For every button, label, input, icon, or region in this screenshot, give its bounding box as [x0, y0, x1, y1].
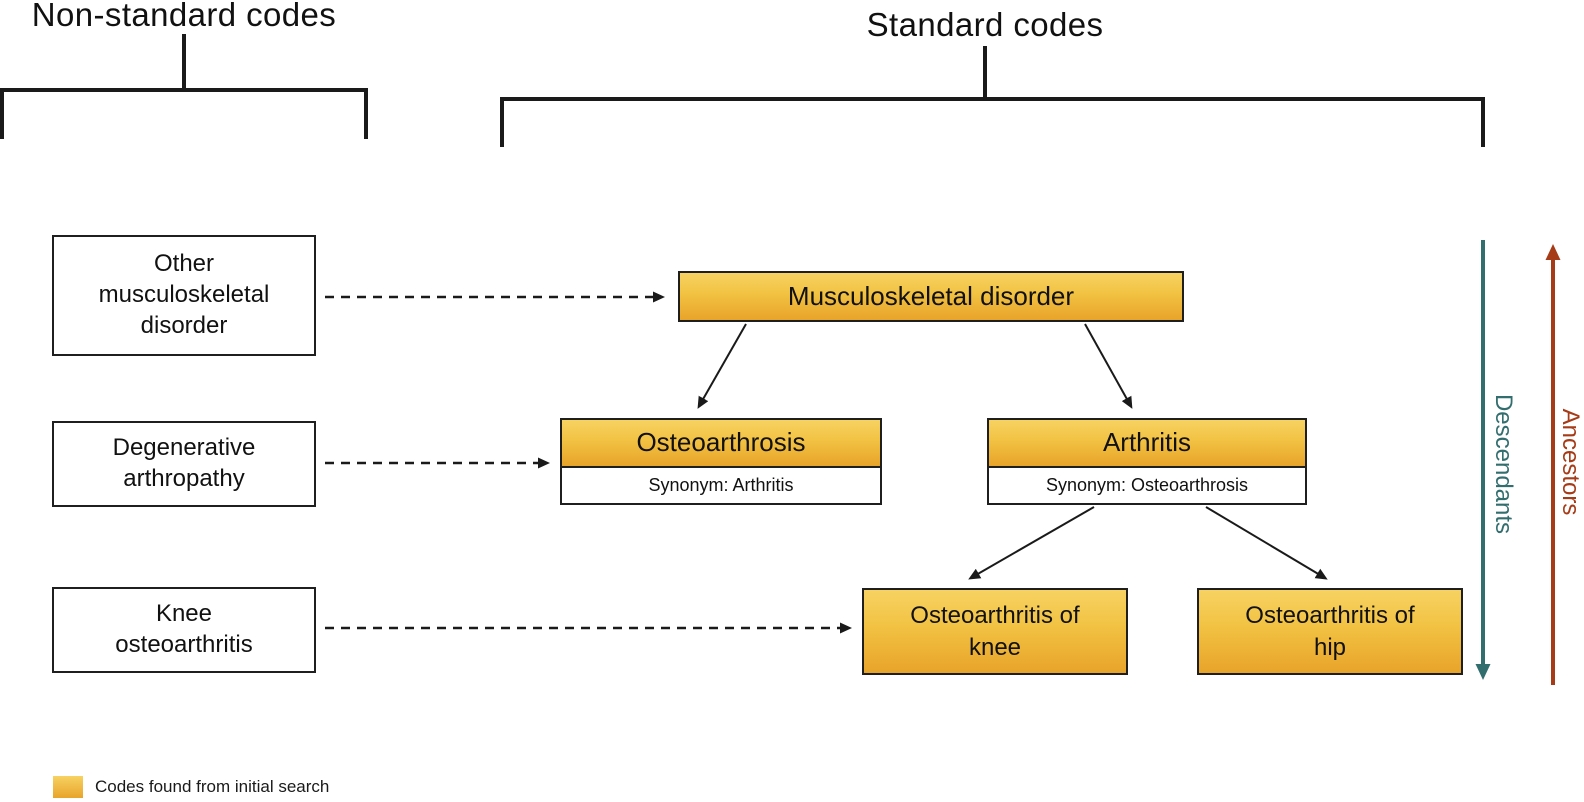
standard-bracket: [500, 46, 1485, 147]
descendants-label: Descendants: [1490, 393, 1517, 535]
non-standard-box-degenerative-arthropathy: Degenerative arthropathy: [52, 421, 316, 507]
standard-box-osteoarthritis-of-knee: Osteoarthritis of knee: [862, 588, 1128, 675]
standard-codes-title: Standard codes: [866, 6, 1104, 43]
hierarchy-arrow-arthritis-to-knee: [968, 506, 1095, 580]
synonym-box-arthritis: Synonym: Osteoarthrosis: [987, 468, 1307, 505]
ancestors-label: Ancestors: [1557, 408, 1584, 516]
hierarchy-arrow-root-to-osteoarthrosis: [697, 323, 747, 409]
non-standard-codes-title: Non-standard codes: [31, 0, 337, 33]
hierarchy-arrow-root-to-arthritis: [1084, 323, 1133, 409]
standard-box-osteoarthrosis: Osteoarthrosis: [560, 418, 882, 468]
standard-box-musculoskeletal-disorder: Musculoskeletal disorder: [678, 271, 1184, 322]
gold-swatch-icon: [53, 776, 83, 798]
legend: Codes found from initial search: [53, 776, 329, 798]
hierarchy-arrow-arthritis-to-hip: [1205, 506, 1328, 580]
non-standard-box-other-musculoskeletal-disorder: Other musculoskeletal disorder: [52, 235, 316, 356]
non-standard-box-knee-osteoarthritis: Knee osteoarthritis: [52, 587, 316, 673]
standard-box-osteoarthritis-of-hip: Osteoarthritis of hip: [1197, 588, 1463, 675]
non-standard-bracket: [0, 34, 368, 139]
standard-box-arthritis: Arthritis: [987, 418, 1307, 468]
legend-label: Codes found from initial search: [95, 777, 330, 796]
synonym-box-osteoarthrosis: Synonym: Arthritis: [560, 468, 882, 505]
